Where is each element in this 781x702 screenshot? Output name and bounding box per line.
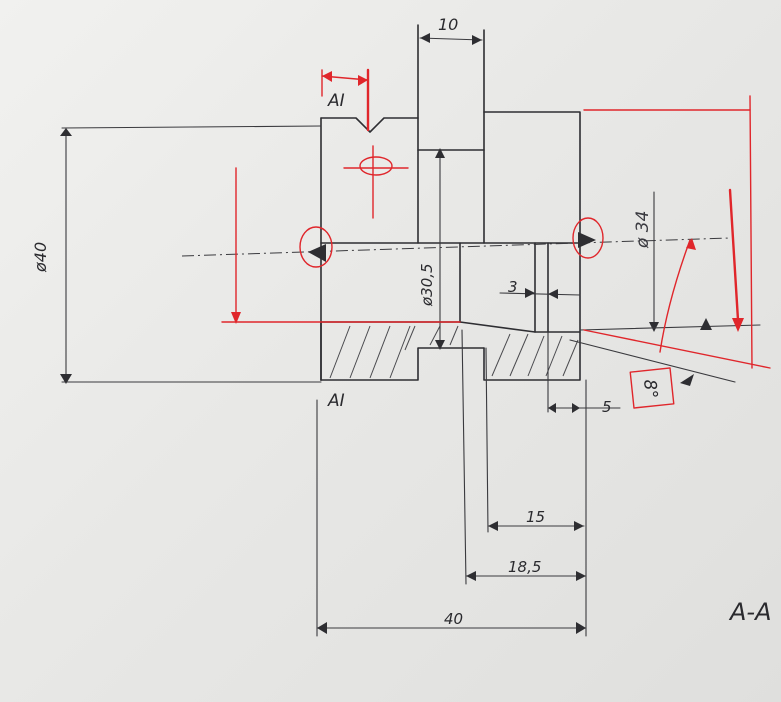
angle-arrow-top — [700, 318, 712, 330]
dim-label-angle: 8° — [639, 378, 661, 399]
dim-label-15: 15 — [526, 508, 545, 526]
dim-label-outer-diameter: ø40 — [31, 242, 50, 273]
section-title: A-A — [728, 598, 772, 626]
dim-label-18-5: 18,5 — [508, 558, 541, 576]
red-corrections — [221, 68, 771, 409]
dim-step-15 — [485, 347, 585, 533]
dim-diameter-34-pencil — [569, 191, 761, 383]
part-outline — [320, 24, 581, 381]
angle-arrow-bottom — [680, 374, 694, 386]
dim-label-top-width: 10 — [438, 15, 458, 34]
dim-label-inner-diameter: ø30,5 — [418, 263, 436, 307]
dim-label-red-34: ø 34 — [633, 211, 653, 249]
dim-label-groove: 3 — [508, 278, 518, 296]
dim-groove-width — [499, 288, 581, 299]
section-mark-top: AI — [327, 91, 345, 111]
surface-mark-left — [308, 244, 326, 262]
section-hatching — [329, 325, 579, 379]
dim-label-40: 40 — [444, 610, 463, 628]
center-line — [181, 237, 731, 257]
dim-top-width — [419, 33, 483, 45]
dim-overall-length — [316, 379, 587, 637]
dim-label-cone: 5 — [602, 398, 612, 416]
dim-inner-diameter — [435, 148, 445, 350]
dim-step-18-5 — [461, 329, 587, 585]
surface-mark-right — [578, 232, 596, 248]
dim-cone-length — [547, 331, 621, 413]
section-mark-bottom: AI — [327, 391, 345, 411]
dim-outer-diameter — [60, 125, 322, 384]
